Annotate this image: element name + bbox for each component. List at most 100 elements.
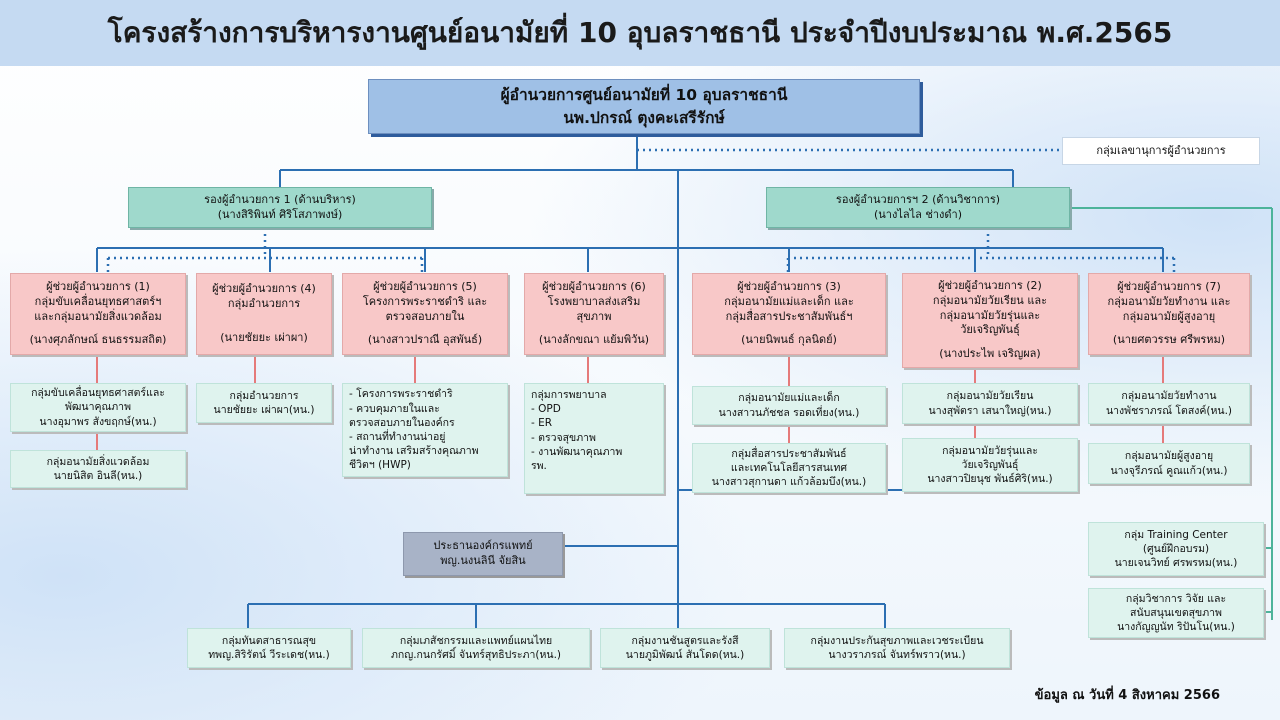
deputy-1-name: (นางสิริพินท์ ศิริโสภาพงษ์) — [217, 207, 343, 221]
page-title: โครงสร้างการบริหารงานศูนย์อนามัยที่ 10 อ… — [107, 16, 1173, 49]
assistant-7-name: (นายศตวรรษ ศรีพรหม) — [1112, 333, 1226, 347]
group-working-age-box: กลุ่มอนามัยวัยทำงาน นางพัชราภรณ์ โตสงค์(… — [1088, 383, 1250, 424]
deputy-1-box: รองผู้อำนวยการ 1 (ด้านบริหาร) (นางสิริพิ… — [128, 187, 432, 228]
medical-org-title: ประธานองค์กรแพทย์ — [433, 539, 533, 553]
assistant-3-dept2: กลุ่มสื่อสารประชาสัมพันธ์ฯ — [725, 309, 853, 323]
bottom-group-pharmacy-head: ภกญ.กนกรัศมิ์ จันทร์สุทธิประภา(หน.) — [390, 649, 562, 661]
group-royal-item-2b: ตรวจสอบภายในองค์กร — [349, 416, 455, 429]
assistant-1-name: (นางศุภลักษณ์ ธนธรรมสถิต) — [29, 333, 167, 347]
bottom-group-insurance-box: กลุ่มงานประกันสุขภาพและเวชระเบียน นางวรา… — [784, 628, 1010, 668]
assistant-2-box: ผู้ช่วยผู้อำนวยการ (2) กลุ่มอนามัยวัยเรี… — [902, 273, 1078, 368]
group-nursing-quality: - งานพัฒนาคุณภาพ — [531, 445, 623, 458]
assistant-6-box: ผู้ช่วยผู้อำนวยการ (6) โรงพยาบาลส่งเสริม… — [524, 273, 664, 355]
bottom-group-lab-box: กลุ่มงานชันสูตรและรังสี นายภูมิพัฒน์ สัน… — [600, 628, 770, 668]
group-adolescent-box: กลุ่มอนามัยวัยรุ่นและ วัยเจริญพันธุ์ นาง… — [902, 438, 1078, 492]
director-title: ผู้อำนวยการศูนย์อนามัยที่ 10 อุบลราชธานี — [500, 86, 788, 105]
group-maternal-box: กลุ่มอนามัยแม่และเด็ก นางสาวนภัชชล รอดเท… — [692, 386, 886, 425]
assistant-1-title: ผู้ช่วยผู้อำนวยการ (1) — [46, 279, 150, 293]
assistant-3-name: (นายนิพนธ์ กุลนิดย์) — [741, 333, 837, 347]
group-research-name: กลุ่มวิชาการ วิจัย และ — [1125, 592, 1227, 605]
group-training-name2: (ศูนย์ฝึกอบรม) — [1142, 542, 1210, 555]
assistant-4-box: ผู้ช่วยผู้อำนวยการ (4) กลุ่มอำนวยการ (นา… — [196, 273, 332, 355]
group-school-age-box: กลุ่มอนามัยวัยเรียน นางสุพัตรา เสนาใหญ่(… — [902, 383, 1078, 424]
assistant-7-title: ผู้ช่วยผู้อำนวยการ (7) — [1117, 279, 1221, 293]
assistant-5-dept: โครงการพระราชดำริ และ — [362, 294, 488, 308]
group-elderly-box: กลุ่มอนามัยผู้สูงอายุ นางจุรีภรณ์ คูณแก้… — [1088, 443, 1250, 484]
group-royal-projects-box: - โครงการพระราชดำริ - ควบคุมภายในและ ตรว… — [342, 383, 508, 477]
group-admin-name: กลุ่มอำนวยการ — [229, 389, 299, 402]
group-elderly-name: กลุ่มอนามัยผู้สูงอายุ — [1124, 450, 1214, 463]
group-elderly-head: นางจุรีภรณ์ คูณแก้ว(หน.) — [1110, 464, 1228, 477]
assistant-6-title: ผู้ช่วยผู้อำนวยการ (6) — [542, 279, 646, 293]
bottom-group-lab-head: นายภูมิพัฒน์ สันโดด(หน.) — [625, 649, 745, 661]
group-research-head: นางกัญญนัท ริปันโน(หน.) — [1117, 621, 1235, 634]
assistant-1-box: ผู้ช่วยผู้อำนวยการ (1) กลุ่มขับเคลื่อนยุ… — [10, 273, 186, 355]
bottom-group-dental-name: กลุ่มทันตสาธารณสุข — [221, 634, 317, 647]
group-strategy-name: กลุ่มขับเคลื่อนยุทธศาสตร์และ — [31, 387, 165, 400]
group-nursing-er: - ER — [531, 417, 553, 430]
assistant-2-dept3: วัยเจริญพันธุ์ — [960, 323, 1020, 337]
bottom-group-dental-box: กลุ่มทันตสาธารณสุข ทพญ.สิริรัตน์ วีระเดช… — [187, 628, 351, 668]
group-royal-item-2: - ควบคุมภายในและ — [349, 402, 440, 415]
data-date-note: ข้อมูล ณ วันที่ 4 สิงหาคม 2566 — [1034, 688, 1220, 703]
deputy-2-title: รองผู้อำนวยการฯ 2 (ด้านวิชาการ) — [835, 192, 1001, 206]
group-training-name: กลุ่ม Training Center — [1124, 528, 1228, 541]
assistant-5-box: ผู้ช่วยผู้อำนวยการ (5) โครงการพระราชดำริ… — [342, 273, 508, 355]
assistant-7-box: ผู้ช่วยผู้อำนวยการ (7) กลุ่มอนามัยวัยทำง… — [1088, 273, 1250, 355]
assistant-2-title: ผู้ช่วยผู้อำนวยการ (2) — [938, 278, 1042, 292]
assistant-2-name: (นางประไพ เจริญผล) — [939, 347, 1041, 361]
assistant-2-dept2: กลุ่มอนามัยวัยรุ่นและ — [939, 308, 1041, 322]
group-training-center-box: กลุ่ม Training Center (ศูนย์ฝึกอบรม) นาย… — [1088, 522, 1264, 576]
group-school-age-head: นางสุพัตรา เสนาใหญ่(หน.) — [928, 404, 1052, 417]
assistant-6-name: (นางลักขณา แย้มพิวัน) — [538, 333, 650, 347]
group-maternal-name: กลุ่มอนามัยแม่และเด็ก — [738, 392, 840, 405]
director-box: ผู้อำนวยการศูนย์อนามัยที่ 10 อุบลราชธานี… — [368, 79, 920, 134]
group-comm-head: นางสาวสุกานดา แก้วล้อมบึง(หน.) — [711, 476, 867, 489]
group-royal-item-3: - สถานที่ทำงานน่าอยู่ — [349, 431, 446, 443]
group-nursing-box: กลุ่มการพยาบาล - OPD - ER - ตรวจสุขภาพ -… — [524, 383, 664, 494]
group-royal-item-3c: ชีวิตฯ (HWP) — [349, 459, 411, 472]
assistant-3-title: ผู้ช่วยผู้อำนวยการ (3) — [737, 279, 841, 293]
group-comm-name2: และเทคโนโลยีสารสนเทศ — [730, 461, 848, 474]
assistant-5-name: (นางสาวปราณี อุสพันธ์) — [367, 333, 483, 347]
medical-org-head: พญ.นงนลินี จัยสิน — [440, 554, 526, 567]
assistant-5-dept2: ตรวจสอบภายใน — [385, 309, 465, 323]
assistant-1-dept2: และกลุ่มอนามัยสิ่งแวดล้อม — [34, 309, 162, 323]
deputy-2-name: (นางไลไล ช่างดำ) — [873, 207, 963, 221]
assistant-7-dept: กลุ่มอนามัยวัยทำงาน และ — [1107, 294, 1231, 308]
director-name: นพ.ปกรณ์ ตุงคะเสรีรักษ์ — [563, 108, 725, 127]
bottom-group-pharmacy-box: กลุ่มเภสัชกรรมและแพทย์แผนไทย ภกญ.กนกรัศม… — [362, 628, 590, 668]
group-adolescent-name: กลุ่มอนามัยวัยรุ่นและ — [942, 444, 1038, 457]
group-admin-box: กลุ่มอำนวยการ นายชัยยะ เผ่าผา(หน.) — [196, 383, 332, 423]
group-nursing-checkup: - ตรวจสุขภาพ — [531, 431, 596, 444]
secretary-group-label: กลุ่มเลขานุการผู้อำนวยการ — [1096, 143, 1226, 157]
group-environment-name: กลุ่มอนามัยสิ่งแวดล้อม — [46, 455, 150, 468]
assistant-5-title: ผู้ช่วยผู้อำนวยการ (5) — [373, 279, 477, 293]
group-royal-item-3b: น่าทำงาน เสริมสร้างคุณภาพ — [349, 445, 479, 458]
bottom-group-pharmacy-name: กลุ่มเภสัชกรรมและแพทย์แผนไทย — [399, 634, 553, 647]
group-adolescent-name2: วัยเจริญพันธุ์ — [961, 458, 1019, 471]
group-adolescent-head: นางสาวปิยนุช พันธ์ศิริ(หน.) — [927, 473, 1053, 486]
group-research-box: กลุ่มวิชาการ วิจัย และ สนับสนุนเขตสุขภาพ… — [1088, 588, 1264, 638]
bottom-group-lab-name: กลุ่มงานชันสูตรและรังสี — [631, 634, 739, 647]
assistant-3-dept: กลุ่มอนามัยแม่และเด็ก และ — [724, 294, 854, 308]
group-nursing-opd: - OPD — [531, 403, 561, 416]
group-comm-name: กลุ่มสื่อสารประชาสัมพันธ์ — [731, 447, 847, 460]
group-nursing-quality2: รพ. — [531, 459, 547, 472]
deputy-1-title: รองผู้อำนวยการ 1 (ด้านบริหาร) — [204, 192, 356, 206]
bottom-group-insurance-name: กลุ่มงานประกันสุขภาพและเวชระเบียน — [810, 634, 984, 647]
assistant-3-box: ผู้ช่วยผู้อำนวยการ (3) กลุ่มอนามัยแม่และ… — [692, 273, 886, 355]
bottom-group-dental-head: ทพญ.สิริรัตน์ วีระเดช(หน.) — [208, 649, 330, 661]
assistant-1-dept: กลุ่มขับเคลื่อนยุทธศาสตร์ฯ — [34, 294, 162, 308]
group-strategy-head: นางอุมาพร สังขฤกษ์(หน.) — [39, 415, 157, 428]
deputy-2-box: รองผู้อำนวยการฯ 2 (ด้านวิชาการ) (นางไลไล… — [766, 187, 1070, 228]
title-bar: โครงสร้างการบริหารงานศูนย์อนามัยที่ 10 อ… — [0, 0, 1280, 66]
group-environment-head: นายนิสิต อินลี(หน.) — [53, 470, 143, 482]
group-maternal-head: นางสาวนภัชชล รอดเที่ยง(หน.) — [718, 406, 860, 419]
group-research-name2: สนับสนุนเขตสุขภาพ — [1130, 606, 1222, 619]
assistant-6-dept: โรงพยาบาลส่งเสริม — [547, 294, 641, 308]
assistant-2-dept: กลุ่มอนามัยวัยเรียน และ — [932, 293, 1048, 307]
group-strategy-box: กลุ่มขับเคลื่อนยุทธศาสตร์และ พัฒนาคุณภาพ… — [10, 383, 186, 432]
assistant-4-title: ผู้ช่วยผู้อำนวยการ (4) — [212, 281, 316, 295]
group-comm-box: กลุ่มสื่อสารประชาสัมพันธ์ และเทคโนโลยีสา… — [692, 443, 886, 493]
